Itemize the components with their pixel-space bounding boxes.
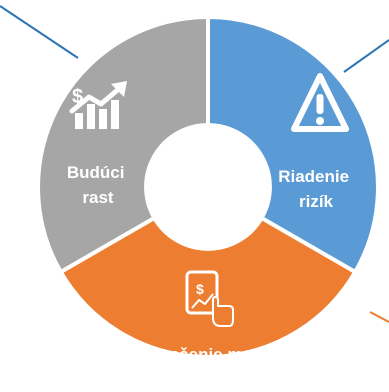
label-line: Riadenie (278, 167, 349, 186)
segment-budouci-rast[interactable] (36, 14, 210, 275)
label-line: Budúci (67, 163, 125, 182)
tablet-chart-icon: $ (185, 270, 234, 327)
svg-text:$: $ (196, 281, 204, 297)
warning-triangle-icon (291, 73, 349, 132)
svg-text:$: $ (72, 86, 83, 108)
segment-label-riadenie-rizik: Riadenie rizík (278, 167, 354, 211)
label-line: Zlepšenie marží (144, 345, 273, 364)
segment-label-budouci-rast: Budúci rast (67, 163, 129, 207)
segment-label-zlepsenie-marzi: Zlepšenie marží (144, 345, 273, 364)
label-line: rast (82, 188, 114, 207)
connector-line-bottom-right (369, 311, 389, 323)
label-line: rizík (299, 192, 334, 211)
segment-riadenie-rizik[interactable] (206, 14, 380, 275)
center-hole (150, 129, 266, 245)
connector-line-top-left (0, 5, 79, 59)
money-growth-chart-icon: $ (69, 81, 127, 129)
segment-zlepsenie-marzi[interactable] (58, 215, 358, 359)
connector-line-top-right (343, 39, 389, 73)
